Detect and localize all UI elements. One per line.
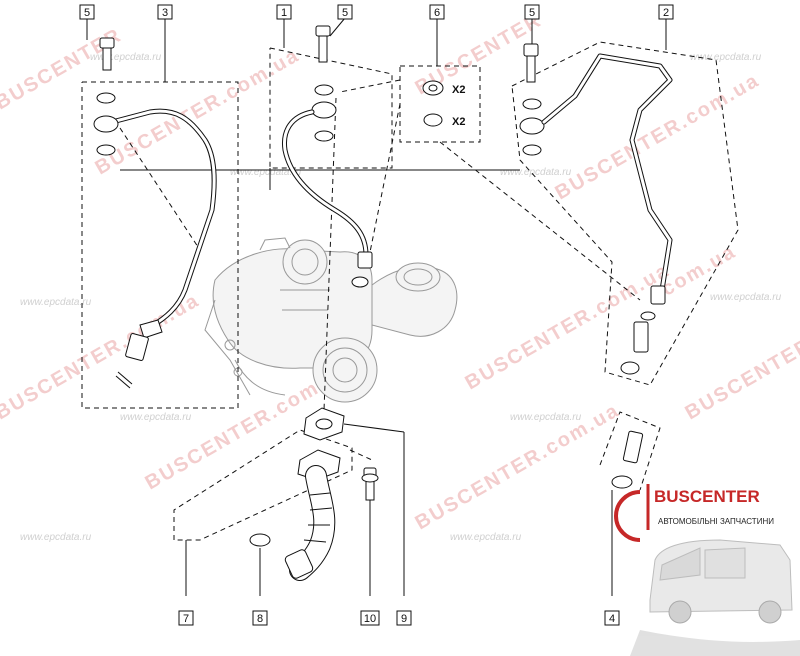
- callout-3[interactable]: 3: [157, 4, 173, 20]
- gasket-icon: [303, 407, 345, 441]
- watermark-epcdata: www.epcdata.ru: [120, 412, 192, 423]
- callout-5[interactable]: 5: [337, 4, 353, 20]
- pipe-nut-icon: [650, 285, 666, 305]
- bolt-shank-icon: [526, 55, 536, 83]
- banjo-fitting-icon: [311, 101, 337, 119]
- svg-text:5: 5: [84, 7, 90, 19]
- svg-text:5: 5: [342, 7, 348, 19]
- callout-6[interactable]: 6: [429, 4, 445, 20]
- brand-logo: BUSCENTER АВТОМОБІЛЬНІ ЗАПЧАСТИНИ: [614, 484, 800, 656]
- bolt-shank-icon: [102, 47, 112, 71]
- washer-icon: [611, 475, 633, 489]
- brand-tagline: АВТОМОБІЛЬНІ ЗАПЧАСТИНИ: [658, 517, 774, 526]
- callout-5[interactable]: 5: [524, 4, 540, 20]
- leader-lines: [86, 17, 667, 596]
- svg-text:5: 5: [529, 7, 535, 19]
- o-ring-icon: [249, 533, 271, 547]
- o-ring-quantity: X2: [452, 116, 465, 128]
- union-fitting: [611, 430, 644, 489]
- seal-icon: [115, 371, 133, 389]
- pipe-nut-icon: [139, 319, 163, 339]
- washer-quantity: X2: [452, 84, 465, 96]
- watermark-epcdata: www.epcdata.ru: [500, 167, 572, 178]
- pipe-union-icon: [125, 333, 149, 361]
- watermark-epcdata: www.epcdata.ru: [710, 292, 782, 303]
- washer-icon: [314, 84, 334, 96]
- hose-clamp-icon: [284, 549, 314, 579]
- callout-9[interactable]: 9: [396, 610, 412, 626]
- oil-pipe-centre: [281, 25, 373, 288]
- svg-text:8: 8: [257, 613, 263, 625]
- washer-icon: [620, 361, 640, 375]
- brand-name: BUSCENTER: [654, 487, 760, 506]
- callout-10[interactable]: 10: [360, 610, 380, 626]
- svg-text:7: 7: [183, 613, 189, 625]
- callouts: 5 3 1 5 6 5 2 7: [79, 4, 674, 626]
- oil-drain-pipe: [249, 407, 379, 581]
- washer-icon: [96, 144, 116, 156]
- watermark-epcdata: www.epcdata.ru: [510, 412, 582, 423]
- banjo-fitting-icon: [93, 115, 119, 133]
- callout-8[interactable]: 8: [252, 610, 268, 626]
- watermark-epcdata: www.epcdata.ru: [230, 167, 302, 178]
- union-fitting-icon: [633, 321, 649, 353]
- oil-feed-pipe-left: [93, 37, 217, 389]
- svg-text:10: 10: [364, 613, 376, 625]
- copper-washer-icon: [422, 80, 444, 96]
- svg-text:9: 9: [401, 613, 407, 625]
- washer-icon: [522, 144, 542, 156]
- callout-2[interactable]: 2: [658, 4, 674, 20]
- callout-4[interactable]: 4: [604, 610, 620, 626]
- svg-text:4: 4: [609, 613, 615, 625]
- watermark-epcdata: www.epcdata.ru: [450, 532, 522, 543]
- watermark-epcdata: www.epcdata.ru: [20, 532, 92, 543]
- watermark-buscenter-domain: BUSCENTER.com.ua: [92, 44, 304, 179]
- svg-text:1: 1: [281, 7, 287, 19]
- minibus-icon: [630, 539, 800, 656]
- o-ring-icon: [351, 276, 369, 288]
- washer-icon: [314, 130, 334, 142]
- svg-text:6: 6: [434, 7, 440, 19]
- bolt-head-icon: [523, 43, 539, 57]
- union-fitting-icon: [622, 430, 644, 464]
- watermark-epcdata: www.epcdata.ru: [690, 52, 762, 63]
- washer-icon: [522, 98, 542, 110]
- callout-7[interactable]: 7: [178, 610, 194, 626]
- o-ring-icon: [423, 113, 443, 127]
- banjo-fitting-icon: [519, 117, 545, 135]
- watermark-epcdata: www.epcdata.ru: [90, 52, 162, 63]
- pipe-nut-icon: [357, 251, 373, 269]
- bolt-head-icon: [315, 25, 331, 37]
- washer-icon: [96, 92, 116, 104]
- seal-kit: X2 X2: [422, 80, 465, 128]
- bolt-head-icon: [99, 37, 115, 49]
- watermark-epcdata: www.epcdata.ru: [20, 297, 92, 308]
- o-ring-icon: [640, 311, 656, 321]
- svg-text:2: 2: [663, 7, 669, 19]
- oil-pipe-right: [519, 43, 673, 375]
- turbocharger: [204, 237, 458, 403]
- watermark-buscenter: BUSCENTER: [682, 334, 800, 424]
- callout-5[interactable]: 5: [79, 4, 95, 20]
- bolt-shank-icon: [318, 35, 328, 63]
- logo-arc-icon: [614, 490, 641, 542]
- callout-1[interactable]: 1: [276, 4, 292, 20]
- svg-text:3: 3: [162, 7, 168, 19]
- group-frames: [81, 41, 739, 541]
